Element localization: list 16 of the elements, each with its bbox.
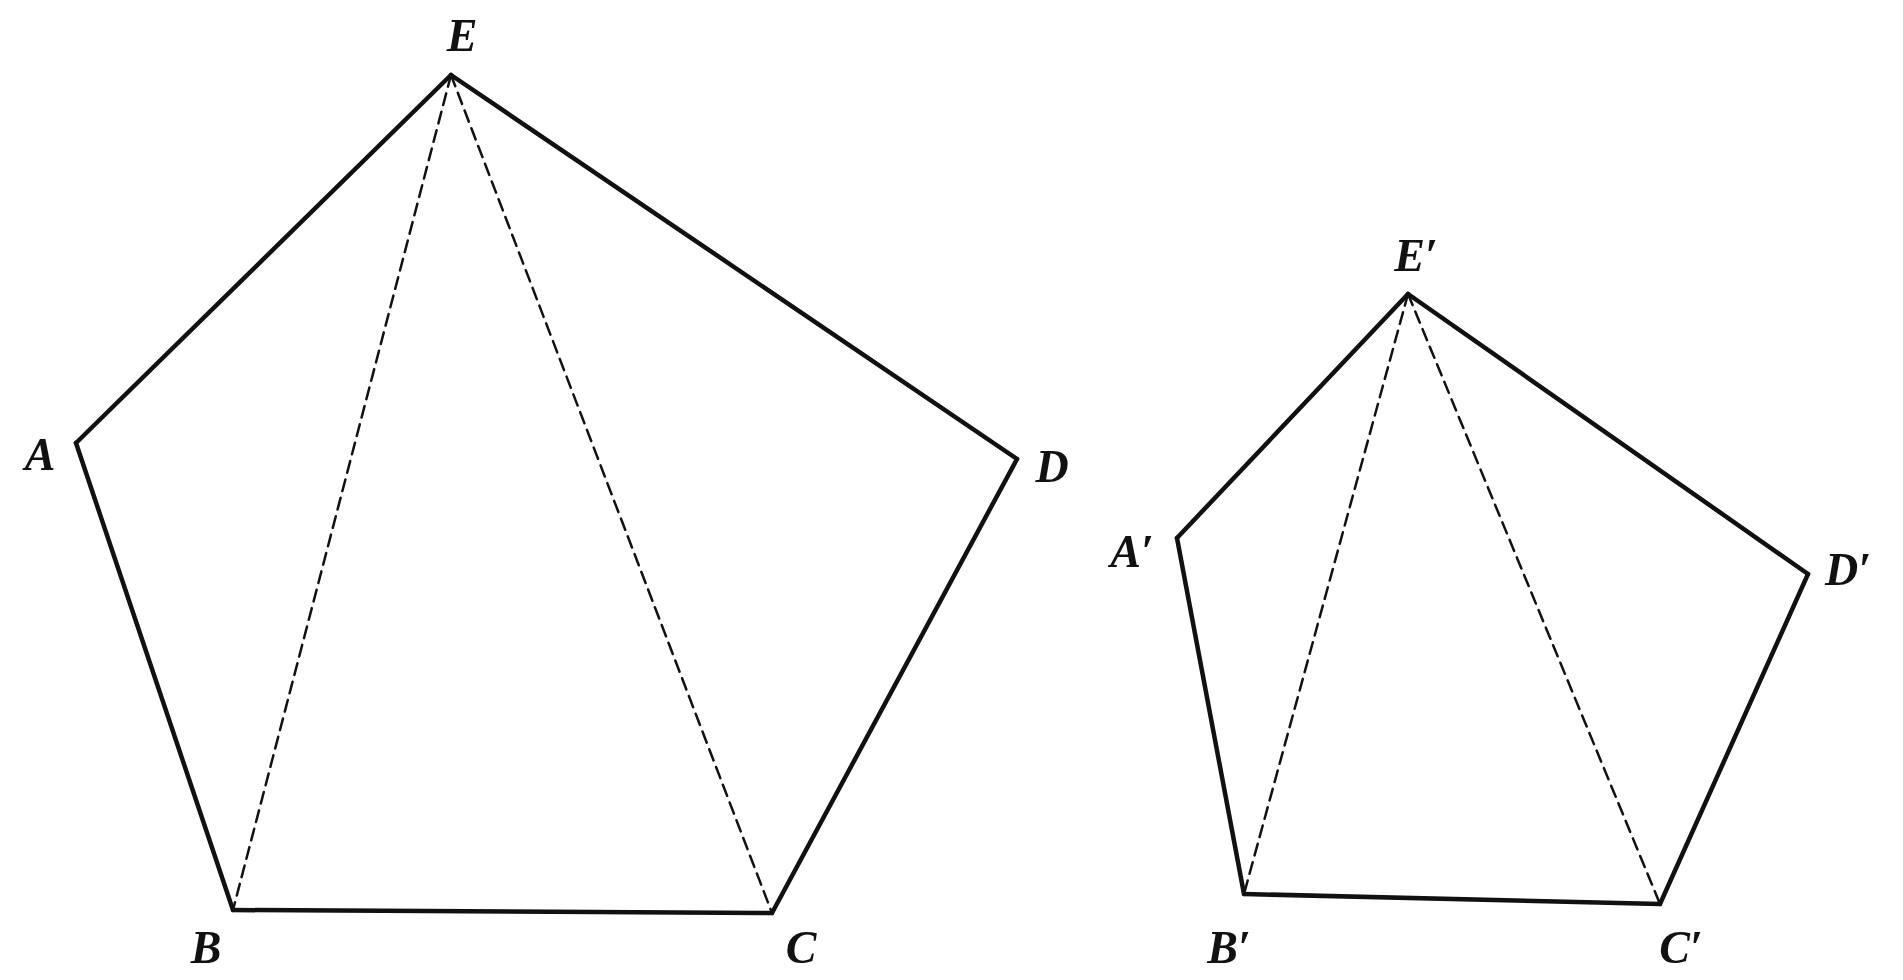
vertex-label: D′ bbox=[1824, 547, 1872, 593]
polygon-side bbox=[1174, 535, 1247, 897]
vertex-label: B bbox=[190, 925, 222, 971]
vertex-label: D bbox=[1035, 444, 1069, 490]
polygon-side bbox=[1657, 571, 1811, 907]
polygon-side bbox=[1405, 291, 1811, 577]
vertex-label: A bbox=[24, 432, 56, 478]
vertex-label: C bbox=[785, 925, 817, 971]
vertex-label: E′ bbox=[1394, 233, 1438, 279]
vertex-label: A′ bbox=[1110, 529, 1154, 575]
polygon-side bbox=[73, 440, 236, 913]
polygon-side bbox=[448, 72, 1020, 462]
vertex-label: C′ bbox=[1659, 925, 1703, 971]
vertex-label: E bbox=[446, 13, 478, 59]
polygon-side bbox=[769, 456, 1020, 916]
vertex-label: B′ bbox=[1207, 925, 1251, 971]
